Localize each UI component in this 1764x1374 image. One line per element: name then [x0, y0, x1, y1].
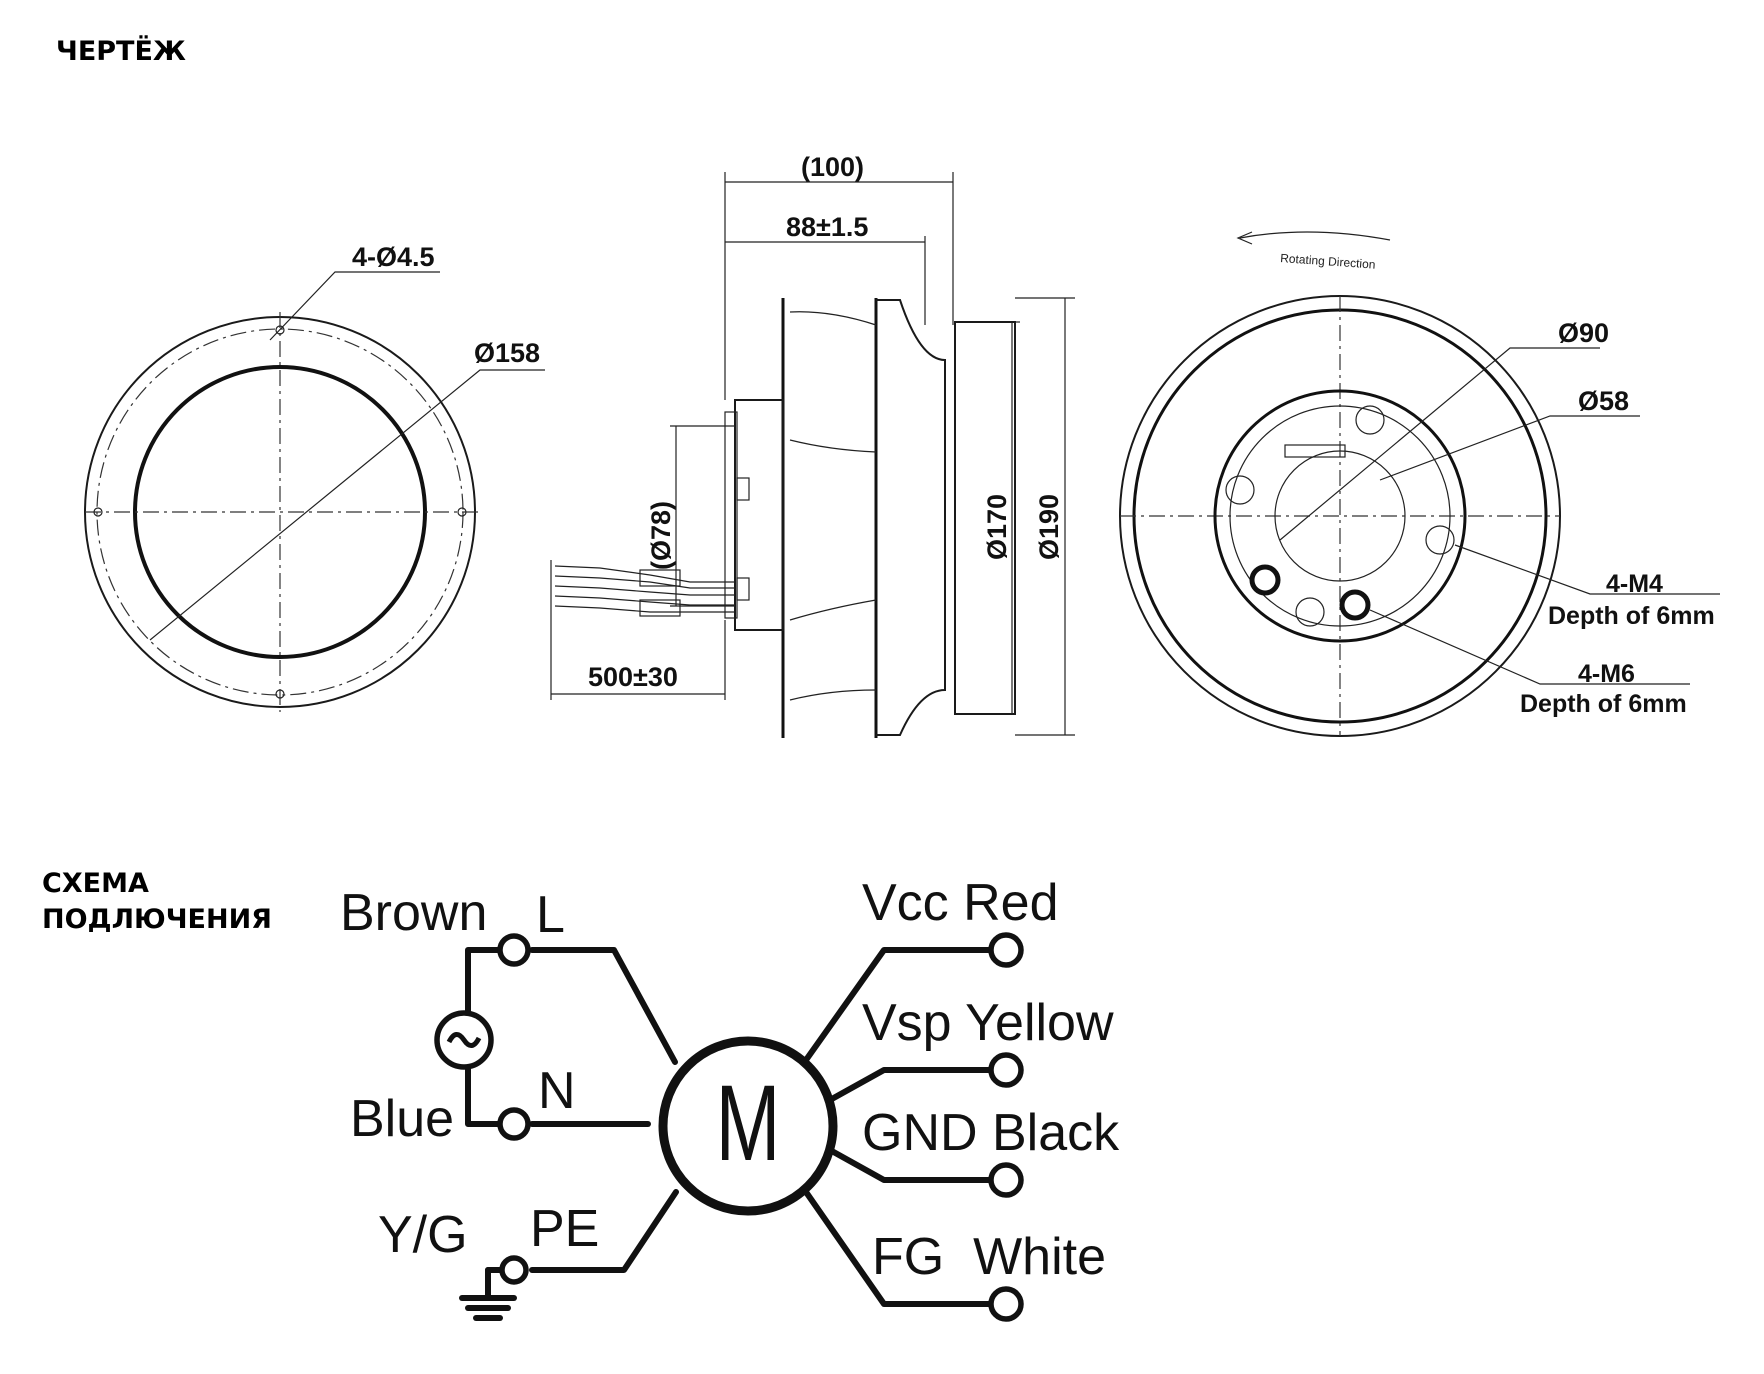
cable-bundle — [554, 565, 735, 617]
wire-l-source — [465, 947, 505, 1015]
blade-2 — [789, 439, 877, 453]
terminal-vcc — [988, 932, 1024, 968]
label-brown: Brown — [340, 884, 487, 942]
terminal-vsp — [988, 1052, 1024, 1088]
m4-hole-1 — [1355, 405, 1385, 435]
mounting-hole-left — [93, 507, 103, 517]
label-pe: PE — [530, 1200, 599, 1258]
d58-leader — [1379, 415, 1640, 481]
wire-l-motor — [529, 947, 678, 1065]
m6-depth-label: Depth of 6mm — [1520, 690, 1687, 718]
wire-fg — [803, 1189, 993, 1307]
motor-circle — [658, 1036, 838, 1216]
side-view-fan: (100) 88±1.5 Ø170 Ø190 (Ø78) — [550, 152, 1075, 738]
terminal-fg — [988, 1286, 1024, 1322]
hub-label-plate — [1284, 444, 1346, 458]
cable-2 — [554, 575, 735, 589]
label-yg: Y/G — [378, 1206, 468, 1264]
m4-depth-label: Depth of 6mm — [1548, 602, 1715, 630]
mounting-hole-top — [275, 325, 285, 335]
d58-label: Ø58 — [1578, 386, 1629, 416]
terminal-n — [497, 1107, 531, 1141]
blade-4 — [789, 689, 877, 701]
cable-1 — [554, 565, 735, 583]
cable-sleeve-2 — [639, 599, 681, 617]
cable-4 — [554, 595, 735, 606]
label-n: N — [538, 1062, 576, 1120]
hub-diameter-label: (Ø78) — [646, 501, 676, 570]
holes-leader — [269, 271, 440, 341]
wiring-diagram: M Brown L Blue N Y/G PE Vcc Red Vsp Yell… — [340, 874, 1120, 1322]
d90-label: Ø90 — [1558, 318, 1609, 348]
cable-sleeve-1 — [639, 569, 681, 587]
m4-leader — [1454, 544, 1720, 595]
mounting-hole-bottom — [275, 689, 285, 699]
wire-n-source — [465, 1065, 505, 1127]
m4-label: 4-M4 — [1606, 570, 1663, 598]
terminal-gnd — [988, 1162, 1024, 1198]
label-l: L — [536, 886, 565, 944]
connector-2 — [736, 577, 750, 601]
rotation-arrowhead — [1236, 231, 1253, 245]
rotation-direction-label: Rotating Direction — [1280, 251, 1376, 272]
hub-inner-circle — [1229, 405, 1451, 627]
cable-length-label: 500±30 — [588, 662, 678, 692]
body-length-label: 88±1.5 — [786, 212, 868, 242]
connector-1 — [736, 477, 750, 501]
cable-3 — [554, 585, 735, 596]
bolt-circle-leader — [149, 369, 545, 641]
terminal-l — [497, 933, 531, 967]
wiring-section-title: СХЕМА ПОДЛЮЧЕНИЯ — [42, 868, 272, 935]
m4-hole-3 — [1225, 475, 1255, 505]
cable-5 — [554, 605, 735, 613]
wire-vcc — [803, 947, 993, 1063]
wire-gnd — [827, 1147, 993, 1183]
blade-1 — [789, 311, 877, 326]
m4-hole-2 — [1425, 525, 1455, 555]
m6-hole-1 — [1249, 564, 1281, 596]
rear-view-hub: Rotating Direction Ø90 Ø58 4-M4 Depth of… — [1119, 231, 1720, 737]
inlet-ring — [954, 321, 1016, 715]
d58-circle — [1274, 450, 1406, 582]
bolt-circle-label: Ø158 — [474, 338, 540, 368]
d90-leader — [1279, 347, 1600, 541]
blade-3 — [789, 599, 877, 621]
label-fg: FG White — [872, 1228, 1106, 1286]
outer-diameter-label: Ø190 — [1034, 494, 1064, 560]
holes-label: 4-Ø4.5 — [352, 242, 435, 272]
m6-leader — [1369, 609, 1690, 685]
drawing-section-title: ЧЕРТЁЖ — [56, 36, 186, 67]
label-vcc: Vcc Red — [862, 874, 1059, 932]
m6-hole-2 — [1339, 589, 1371, 621]
label-gnd: GND Black — [862, 1104, 1120, 1162]
terminal-pe — [499, 1255, 529, 1285]
overall-length-label: (100) — [801, 152, 864, 182]
mounting-hole-right — [457, 507, 467, 517]
m4-hole-4 — [1295, 597, 1325, 627]
front-view-mounting-ring: 4-Ø4.5 Ø158 — [84, 242, 545, 712]
hub-circle — [1213, 389, 1467, 643]
wire-vsp — [827, 1067, 993, 1103]
rotation-arrow — [1239, 231, 1391, 241]
sine-wave-icon — [446, 1032, 482, 1048]
inner-diameter-label: Ø170 — [982, 494, 1012, 560]
motor-label: M — [716, 1062, 781, 1183]
label-vsp: Vsp Yellow — [862, 994, 1114, 1052]
m6-label: 4-M6 — [1578, 660, 1635, 688]
inlet-cone — [876, 299, 946, 736]
wire-pe-motor — [529, 1189, 679, 1273]
motor-hub — [734, 399, 784, 631]
label-blue: Blue — [350, 1090, 454, 1148]
hub-flange — [724, 411, 738, 619]
